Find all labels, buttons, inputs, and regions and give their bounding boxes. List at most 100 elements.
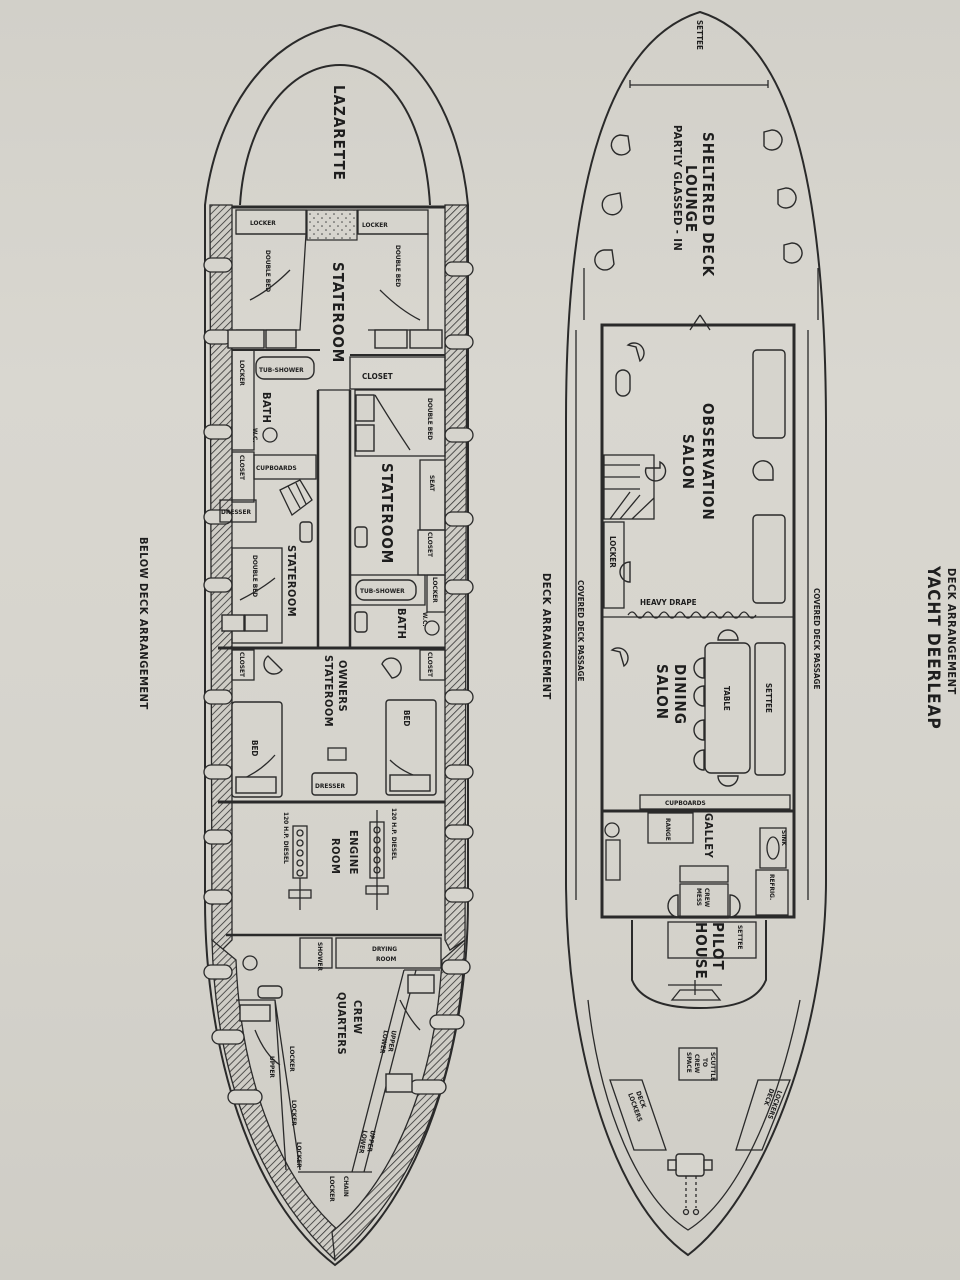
label-dresser-port: DRESSER (221, 508, 251, 516)
label-closet-port: CLOSET (238, 455, 246, 480)
crew-mess-table (679, 883, 729, 919)
observation-salon: LOCKER OBSERVATION SALON (603, 342, 786, 609)
label-double-bed-mid-left: DOUBLE BED (251, 555, 259, 597)
label-scuttle-2: TO (701, 1058, 709, 1067)
title-line-2: YACHT DEERLEAP (923, 565, 943, 730)
label-scuttle-4: SPACE (685, 1052, 693, 1073)
label-crew-mess-1: CREW (703, 888, 711, 908)
anchor-windlass (667, 1153, 713, 1216)
label-obs-locker: LOCKER (608, 536, 617, 568)
label-engine-1: ENGINE (347, 830, 360, 875)
label-observation-1: OBSERVATION (699, 403, 717, 521)
helm (668, 980, 722, 1001)
below-deck-plan: LAZARETTE (203, 23, 474, 1267)
label-tub-shower-port: TUB-SHOWER (259, 366, 304, 374)
engine-room: 120 H.P. DIESEL 120 H.P. DIESEL ENGINE R… (282, 808, 398, 910)
label-locker-sb: LOCKER (431, 577, 439, 603)
hatch-dotted (306, 209, 358, 241)
label-bed-owner-port: BED (250, 740, 259, 756)
deckhouse-outline (600, 323, 796, 919)
deck-lockers-right (735, 1079, 791, 1151)
label-locker-crew-1: LOCKER (288, 1046, 296, 1072)
label-diesel-starboard: 120 H.P. DIESEL (390, 808, 398, 860)
label-galley: GALLEY (702, 813, 715, 859)
sink (759, 827, 787, 869)
label-lounge-3: PARTLY GLASSED - IN (671, 125, 684, 251)
label-dresser-owner: DRESSER (315, 782, 345, 790)
deckhouse-door (689, 314, 711, 331)
label-scuttle-3: CREW (693, 1054, 701, 1074)
label-deck-cupboards: CUPBOARDS (665, 799, 706, 807)
label-stateroom-starboard: STATEROOM (378, 463, 396, 564)
label-closet-owner-port: CLOSET (238, 652, 246, 677)
label-bath-starboard: BATH (395, 608, 408, 639)
title-line-1: DECK ARRANGEMENT (945, 568, 958, 695)
label-upper-sb-2: UPPER (365, 1130, 377, 1153)
deck-cupboards (639, 794, 791, 810)
label-wc-port: W.C. (251, 428, 259, 443)
label-seat: SEAT (428, 475, 436, 491)
deck-arrangement-plan: SETTEE SHELTERED DECK LOUNGE PARTLY GLAS… (565, 10, 827, 1257)
companion-stairs (279, 479, 313, 516)
label-pilot-settee: SETTEE (736, 925, 744, 949)
label-locker-left: LOCKER (250, 219, 276, 227)
label-refrig: REFRIG. (768, 874, 776, 900)
label-locker-right: LOCKER (362, 221, 388, 229)
label-wc-starboard: W.C. (421, 612, 429, 627)
label-settee-stern: SETTEE (695, 20, 704, 50)
label-locker-side: LOCKER (238, 360, 246, 386)
label-stateroom-aft: STATEROOM (329, 262, 347, 363)
starboard-hull-wall (444, 204, 468, 951)
deck-lockers-left (609, 1079, 667, 1151)
pilot-house: SETTEE PILOT HOUSE (631, 920, 767, 1010)
deck-hull-outline (565, 10, 827, 1257)
lounge-glass-panels (583, 268, 819, 320)
label-chain-locker-1: CHAIN (342, 1176, 350, 1197)
label-lounge-2: LOUNGE (682, 165, 700, 233)
label-crew-mess-2: MESS (695, 888, 703, 906)
title-block: DECK ARRANGEMENT YACHT DEERLEAP (923, 565, 958, 730)
label-table: TABLE (722, 686, 731, 711)
label-double-bed-aft-right: DOUBLE BED (394, 245, 402, 287)
label-chain-locker-2: LOCKER (328, 1176, 336, 1202)
bow-bulwark (587, 999, 801, 1231)
label-crew-2: QUARTERS (335, 992, 348, 1055)
label-dining-1: DINING (671, 664, 689, 725)
label-heavy-drape: HEAVY DRAPE (640, 598, 697, 607)
label-owners-2: STATEROOM (322, 655, 335, 727)
label-lazarette: LAZARETTE (330, 85, 348, 181)
label-double-bed-aft-left: DOUBLE BED (264, 250, 272, 292)
label-closet-starboard: CLOSET (362, 372, 393, 381)
label-passage-left: COVERED DECK PASSAGE (576, 580, 585, 681)
label-diesel-port: 120 H.P. DIESEL (282, 812, 290, 864)
galley: RANGE GALLEY SINK REFRIG. CREW MESS (604, 812, 789, 919)
label-owners-1: OWNERS (336, 660, 349, 712)
below-deck-caption: BELOW DECK ARRANGEMENT (137, 537, 150, 710)
label-tub-shower-starboard: TUB-SHOWER (360, 587, 405, 595)
dining-settee (754, 642, 786, 776)
label-sink: SINK (780, 830, 788, 846)
lazarette-bulkhead (239, 63, 431, 206)
label-cupboards-below: CUPBOARDS (256, 464, 297, 472)
stern-settee (629, 80, 769, 88)
label-crew-1: CREW (351, 1000, 364, 1035)
label-double-bed-mid-right: DOUBLE BED (426, 398, 434, 440)
label-range: RANGE (664, 818, 672, 841)
dining-table (704, 642, 751, 774)
label-upper-port: UPPER (268, 1056, 276, 1078)
below-hull-outline (204, 23, 469, 1267)
scuttle (678, 1047, 718, 1081)
label-shower: SHOWER (316, 942, 324, 972)
label-pilot-2: HOUSE (692, 922, 710, 980)
dining-salon: TABLE SETTEE DINING SALON (610, 629, 786, 787)
starboard-bow-wall (331, 938, 466, 1262)
label-locker-crew-3: LOCKER (295, 1142, 303, 1168)
label-bed-owner-sb: BED (402, 710, 411, 726)
deck-arrangement-caption: DECK ARRANGEMENT (540, 573, 553, 700)
label-drying-1: DRYING (372, 945, 397, 953)
label-locker-crew-2: LOCKER (290, 1100, 298, 1126)
label-observation-2: SALON (679, 434, 697, 490)
label-bath-port: BATH (260, 392, 273, 423)
label-pilot-1: PILOT (709, 922, 727, 971)
